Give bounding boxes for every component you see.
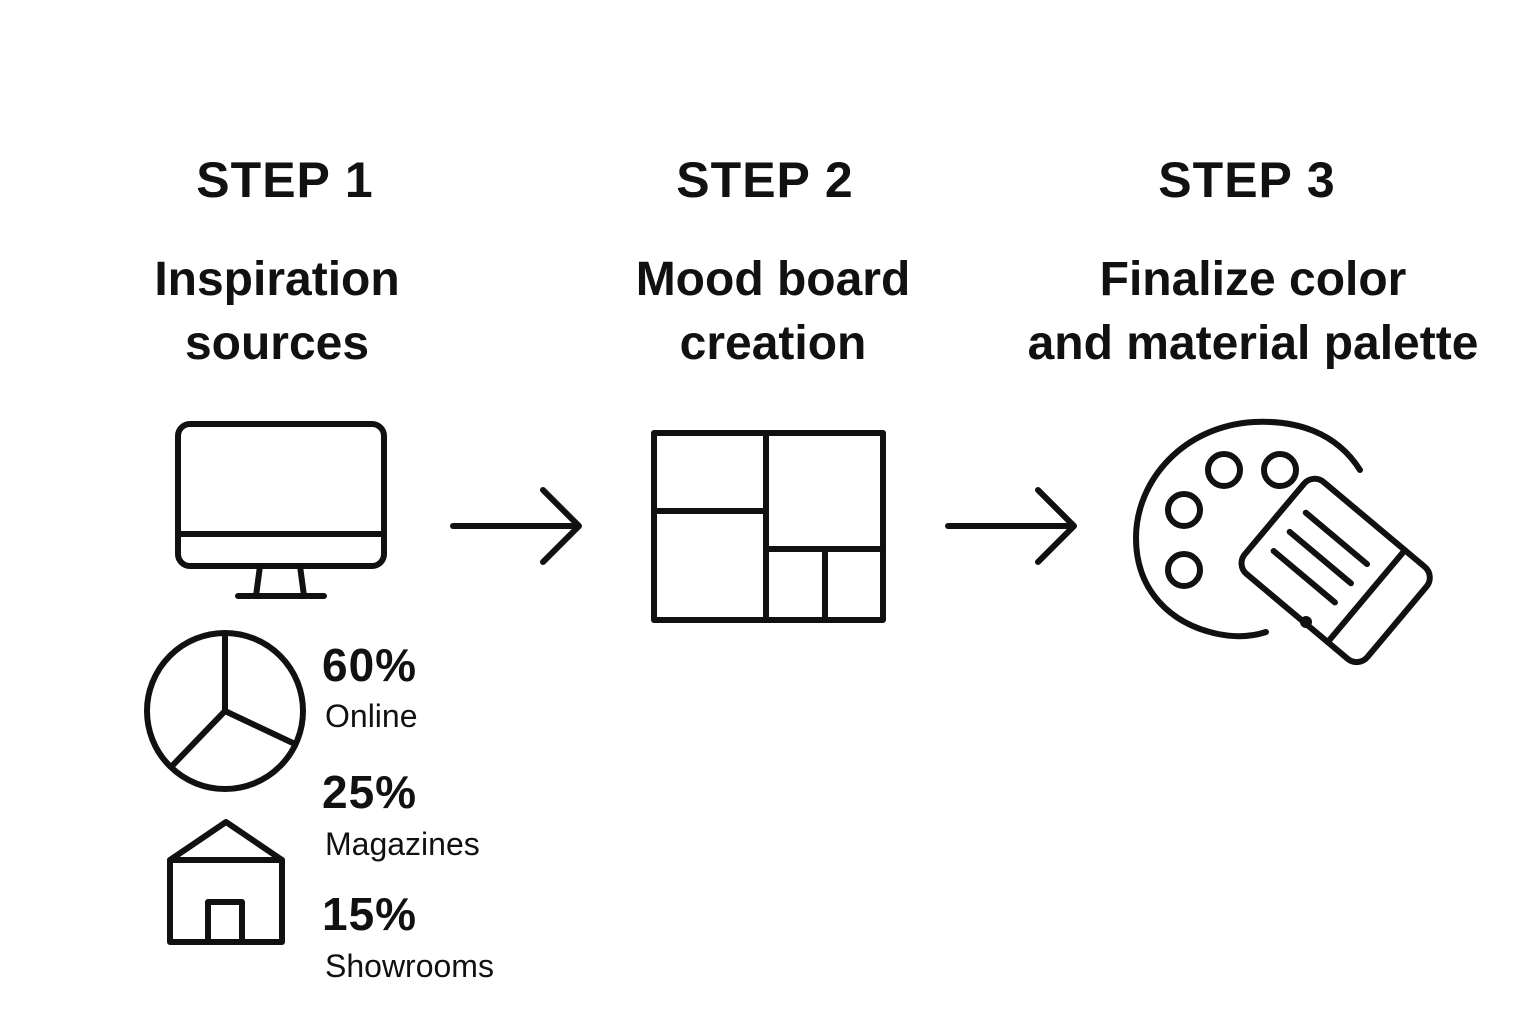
stat-label-showrooms: Showrooms xyxy=(325,948,494,984)
pie-chart-icon xyxy=(144,630,306,792)
step-3-title-line-1: Finalize color xyxy=(1099,253,1407,306)
step-3-title: Finalize color and material palette xyxy=(993,248,1513,376)
step-1-title-line-2: sources xyxy=(184,317,370,370)
step-1-title-line-1: Inspiration xyxy=(154,253,400,306)
arrow-right-icon xyxy=(450,487,582,565)
step-2-title-line-1: Mood board xyxy=(635,253,911,306)
step-2-title-line-2: creation xyxy=(679,317,867,370)
palette-swatch-icon xyxy=(1133,418,1433,666)
step-1-heading: STEP 1 xyxy=(196,152,374,208)
step-1-title: Inspiration sources xyxy=(17,248,537,376)
step-2-title: Mood board creation xyxy=(513,248,1033,376)
step-2-heading: STEP 2 xyxy=(676,152,854,208)
step-3-heading: STEP 3 xyxy=(1158,152,1336,208)
stat-value-online: 60% xyxy=(322,639,418,691)
house-icon xyxy=(167,819,285,945)
stat-value-showrooms: 15% xyxy=(322,888,418,940)
monitor-icon xyxy=(175,421,387,599)
stat-label-online: Online xyxy=(325,698,418,734)
arrow-right-icon xyxy=(945,487,1077,565)
grid-layout-icon xyxy=(651,430,886,623)
stat-label-magazines: Magazines xyxy=(325,826,480,862)
step-3-title-line-2: and material palette xyxy=(1027,317,1479,370)
stat-value-magazines: 25% xyxy=(322,766,418,818)
